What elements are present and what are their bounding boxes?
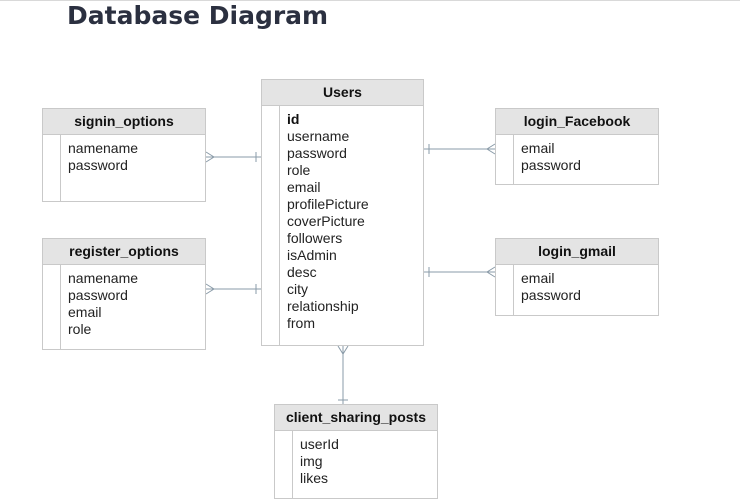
key-column	[43, 135, 61, 202]
field: password	[521, 157, 581, 173]
entity-client-sharing-posts[interactable]: client_sharing_posts userId img likes	[274, 404, 438, 499]
field: username	[287, 128, 350, 144]
field: coverPicture	[287, 213, 365, 229]
key-column	[262, 106, 280, 346]
field: role	[287, 162, 311, 178]
entity-users-header: Users	[262, 80, 423, 106]
field-list: namename password	[43, 135, 205, 174]
field: city	[287, 281, 308, 297]
entity-login-gmail[interactable]: login_gmail email password	[495, 238, 659, 316]
field: password	[68, 287, 128, 303]
field: followers	[287, 230, 343, 246]
field-list: email password	[496, 265, 658, 304]
field: img	[300, 453, 323, 469]
field: email	[287, 179, 321, 195]
entity-signin-options-header: signin_options	[43, 109, 205, 135]
field: namename	[68, 140, 139, 156]
field: likes	[300, 470, 329, 486]
field-list: userId img likes	[275, 431, 437, 487]
field: namename	[68, 270, 139, 286]
entity-signin-options[interactable]: signin_options namename password	[42, 108, 206, 202]
field: email	[521, 270, 555, 286]
relationship-gmail-users	[423, 266, 496, 278]
entity-login-facebook-header: login_Facebook	[496, 109, 658, 135]
field-list: id username password role email profileP…	[262, 106, 423, 332]
top-divider	[0, 0, 740, 1]
field: email	[521, 140, 555, 156]
field: password	[68, 157, 128, 173]
field: relationship	[287, 298, 359, 314]
field: userId	[300, 436, 339, 452]
relationship-register-users	[205, 283, 262, 295]
entity-login-facebook[interactable]: login_Facebook email password	[495, 108, 659, 185]
key-column	[275, 431, 293, 499]
field-primary-key: id	[287, 111, 300, 127]
field: from	[287, 315, 315, 331]
field: password	[287, 145, 347, 161]
page-title: Database Diagram	[67, 1, 329, 30]
field-list: namename password email role	[43, 265, 205, 338]
entity-users[interactable]: Users id username password role email pr…	[261, 79, 424, 346]
relationship-users-posts	[337, 345, 349, 405]
relationship-signin-users	[205, 151, 262, 163]
key-column	[496, 135, 514, 185]
entity-client-sharing-posts-header: client_sharing_posts	[275, 405, 437, 431]
entity-register-options-header: register_options	[43, 239, 205, 265]
relationship-facebook-users	[423, 143, 496, 155]
field: desc	[287, 264, 317, 280]
field: role	[68, 321, 92, 337]
field: isAdmin	[287, 247, 337, 263]
key-column	[496, 265, 514, 316]
field: email	[68, 304, 102, 320]
entity-login-gmail-header: login_gmail	[496, 239, 658, 265]
field: profilePicture	[287, 196, 369, 212]
entity-register-options[interactable]: register_options namename password email…	[42, 238, 206, 350]
field-list: email password	[496, 135, 658, 174]
key-column	[43, 265, 61, 350]
field: password	[521, 287, 581, 303]
